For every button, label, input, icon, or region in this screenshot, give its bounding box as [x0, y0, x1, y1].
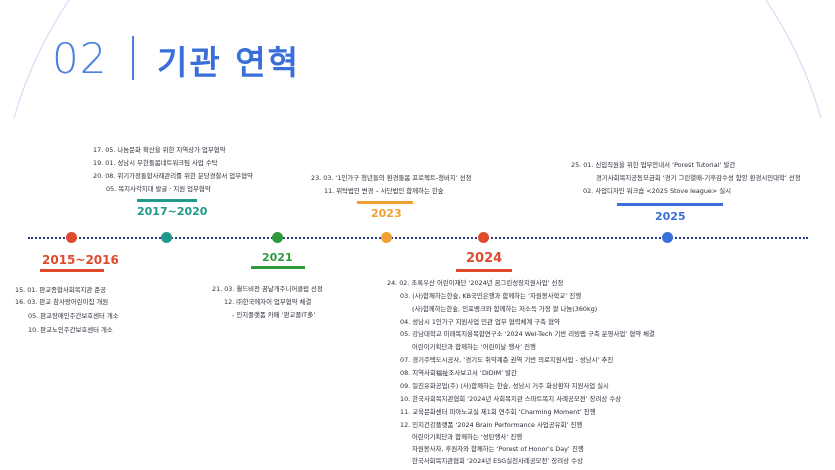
section-number: 02 — [52, 34, 108, 83]
event-item: - 인지플랫폼 카페 ‘판교플IT多’ — [232, 311, 316, 319]
year-label-2024: 2024 — [466, 251, 503, 266]
event-item: 어린이기획단과 함께하는 ‘성탄행사’ 진행 — [412, 433, 523, 441]
event-item: 12. 인지건강플랫폼 ‘2024 Brain Performance 사업공유… — [400, 421, 583, 429]
event-item: 11. 위탁법인 변경 – 사단법인 함께하는 한숲 — [324, 187, 444, 195]
event-item: 24. 02. 초록우산 어린이재단 ‘2024년 꿈그린성장지원사업’ 선정 — [387, 279, 564, 287]
year-label-2021: 2021 — [262, 251, 293, 264]
year-label-2025: 2025 — [655, 210, 686, 223]
event-item: 05. 강남대학교 미래복지융복합연구소 ‘2024 Wel-Tech 기반 리… — [400, 330, 655, 338]
year-label-2023: 2023 — [371, 207, 402, 220]
year-underline-2015-2016 — [40, 269, 104, 272]
event-item: 04. 성남시 1인가구 지원사업 민관 업무 협력체계 구축 협약 — [400, 318, 560, 326]
year-label-2015-2016: 2015~2016 — [42, 253, 119, 267]
page-title: 기관 연혁 — [157, 43, 300, 82]
event-item: (사)함께하는한숲, 인포뱅크와 함께하는 저소득 가정 쌀 나눔(360kg) — [412, 305, 598, 313]
event-item: 07. 경기주택도시공사, ‘경기도 취약계층 권역 기반 의료지원사업 - 성… — [400, 356, 614, 364]
header-arc-decoration — [13, 0, 822, 119]
timeline-line — [28, 237, 808, 239]
event-item: 05. 판교장애인주간보호센터 개소 — [28, 312, 119, 320]
timeline-dot-2024 — [478, 232, 489, 243]
event-item: 10. 판교노인주간보호센터 개소 — [28, 326, 113, 334]
year-underline-2021 — [251, 266, 305, 269]
event-item: 15. 01. 판교종합사회복지관 준공 — [15, 286, 107, 294]
timeline-dot-2015-2016 — [66, 232, 77, 243]
year-underline-2017-2020 — [137, 199, 197, 202]
event-item: 16. 03. 판교 참사랑어린이집 개원 — [15, 298, 109, 306]
event-item: 09. 일진유화공업(주) (사)함께하는 한숲, 성남시 거주 화상환자 지원… — [400, 382, 609, 390]
event-item: 17. 05. 나눔문화 확산을 위한 지역상가 업무협약 — [93, 146, 226, 154]
year-label-2017-2020: 2017~2020 — [137, 205, 208, 218]
event-item: 25. 01. 신입직원을 위한 업무안내서 ‘Porest Tutorial’… — [571, 161, 736, 169]
event-item: 19. 01. 성남시 무한돌봄네트워크팀 사업 수탁 — [93, 159, 218, 167]
timeline-dot-2023 — [381, 232, 392, 243]
year-underline-2023 — [357, 201, 413, 204]
event-item: 경기사회복지공동모금회 ‘경기 그린열매-기후감수성 함양 환경시민대학’ 선정 — [596, 174, 801, 182]
event-item: 자원봉사자, 후원자와 함께하는 ‘Porest of Honor’s Day’… — [412, 445, 584, 453]
event-item: 21. 03. 월드비전 꿈날개주니어클럽 선정 — [212, 285, 323, 293]
title-divider — [132, 36, 134, 80]
year-underline-2024 — [456, 269, 512, 272]
event-item: 어린이기획단과 함께하는 ‘어린이날 행사’ 진행 — [412, 343, 536, 351]
event-item: 20. 08. 위기가정통합사례관리를 위한 분당경찰서 업무협약 — [93, 172, 253, 180]
event-item: 05. 복지사각지대 발굴 · 지원 업무협약 — [106, 185, 211, 193]
event-item: 10. 한국사회복지관협회 ‘2024년 사회복지관 스마트복지 사례공모전’ … — [400, 395, 622, 403]
event-item: 02. 사업디자인 워크숍 <2025 Stove league> 실시 — [583, 187, 731, 195]
event-item: 08. 지역사회福祉조사보고서 ‘DIDIM’ 발간 — [400, 369, 517, 377]
event-item: 23. 03. ‘1인가구 청년들의 환경돌봄 프로젝트-청바지’ 선정 — [311, 174, 472, 182]
event-item: 03. (사)함께하는한숲, KB국민은행과 함께하는 ‘자원봉사학교’ 진행 — [400, 292, 582, 300]
timeline-dot-2017-2020 — [161, 232, 172, 243]
year-underline-2025 — [617, 203, 723, 206]
timeline-dot-2025 — [662, 232, 673, 243]
timeline-dot-2021 — [272, 232, 283, 243]
event-item: 한국사회복지관협회 ‘2024년 ESG실천사례공모전’ 장려상 수상 — [412, 457, 583, 465]
event-item: 11. 교육문화센터 피아노교실 제1회 연주회 ‘Charming Momen… — [400, 408, 596, 416]
event-item: 12. ㈜한국에자이 업무협약 체결 — [224, 298, 312, 306]
